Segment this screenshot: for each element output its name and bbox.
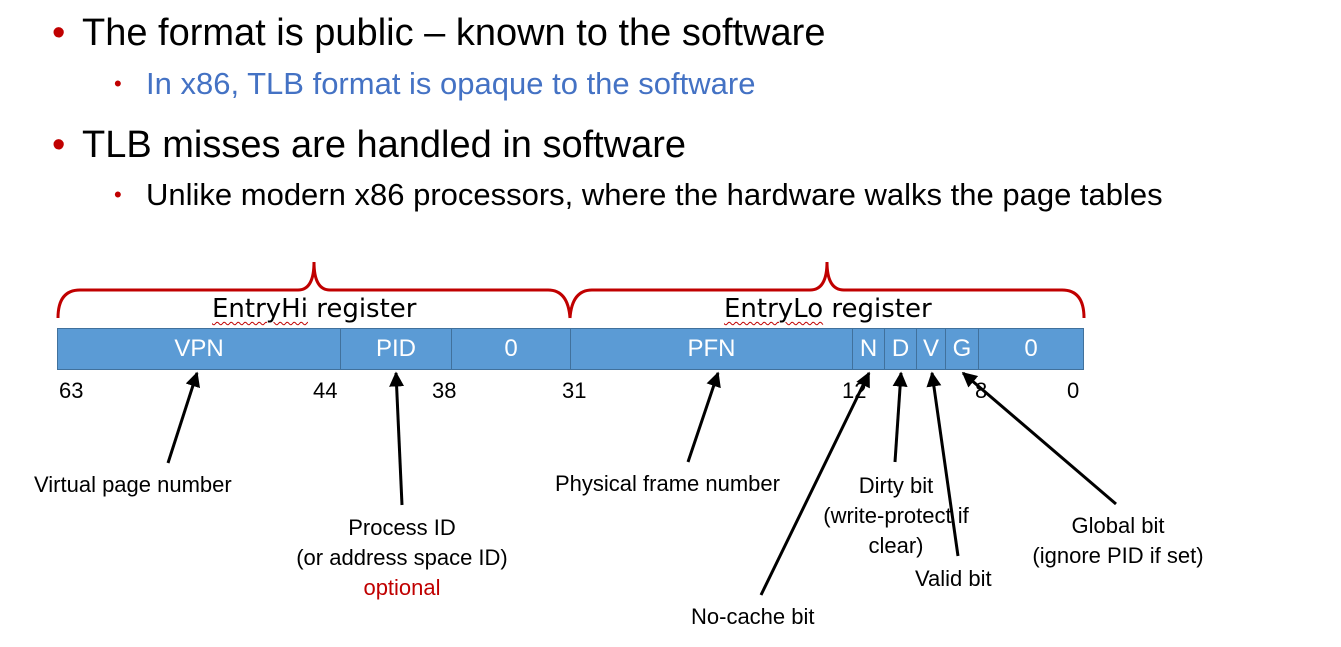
entrylo-register-label: EntryLo register bbox=[724, 294, 932, 324]
nocache-annotation: No-cache bit bbox=[691, 604, 815, 629]
field-v: V bbox=[916, 328, 946, 370]
bullet-1: • The format is public – known to the so… bbox=[52, 12, 826, 55]
field-g: G bbox=[945, 328, 979, 370]
valid-annotation: Valid bit bbox=[915, 566, 992, 591]
global-annotation: Global bit (ignore PID if set) bbox=[1018, 511, 1218, 571]
entrylo-brace bbox=[568, 261, 1086, 319]
bit-63: 63 bbox=[59, 378, 84, 403]
pid-optional-label: optional bbox=[363, 575, 441, 600]
global-arrow bbox=[961, 371, 1117, 506]
nocache-arrow bbox=[759, 371, 871, 596]
vpn-annotation: Virtual page number bbox=[34, 472, 232, 497]
bullet-dot: • bbox=[52, 124, 66, 166]
pfn-arrow bbox=[686, 371, 721, 463]
bullet-4-text: Unlike modern x86 processors, where the … bbox=[146, 177, 1163, 212]
bullet-4: • Unlike modern x86 processors, where th… bbox=[114, 177, 1163, 213]
bullet-dot: • bbox=[114, 182, 122, 207]
valid-arrow bbox=[926, 371, 960, 557]
pid-annotation-line1: Process ID bbox=[348, 515, 456, 540]
entryhi-suffix: register bbox=[307, 294, 417, 324]
dirty-annotation-line3: clear) bbox=[868, 533, 924, 558]
dirty-annotation-line1: Dirty bit bbox=[858, 473, 934, 498]
bullet-3-text: TLB misses are handled in software bbox=[82, 124, 687, 166]
pid-annotation-line2: (or address space ID) bbox=[296, 545, 508, 570]
bullet-dot: • bbox=[52, 12, 66, 54]
bit-38: 38 bbox=[432, 378, 457, 403]
field-entryhi-zero: 0 bbox=[451, 328, 571, 370]
bullet-dot: • bbox=[114, 71, 122, 96]
entrylo-suffix: register bbox=[823, 294, 932, 324]
bullet-1-text: The format is public – known to the soft… bbox=[82, 12, 826, 54]
bit-0: 0 bbox=[1067, 378, 1080, 403]
pfn-annotation: Physical frame number bbox=[555, 471, 780, 496]
bit-31: 31 bbox=[562, 378, 587, 403]
pid-annotation: Process ID (or address space ID) optiona… bbox=[282, 513, 522, 603]
entryhi-brace bbox=[56, 261, 572, 319]
dirty-arrow bbox=[892, 371, 908, 463]
bullet-3: • TLB misses are handled in software bbox=[52, 124, 687, 167]
field-pfn: PFN bbox=[570, 328, 853, 370]
bullet-2-text: In x86, TLB format is opaque to the soft… bbox=[146, 66, 756, 101]
entryhi-name: EntryHi bbox=[212, 294, 308, 324]
bullet-2: • In x86, TLB format is opaque to the so… bbox=[114, 66, 756, 102]
bit-44: 44 bbox=[313, 378, 338, 403]
pid-arrow bbox=[389, 371, 405, 506]
global-annotation-line2: (ignore PID if set) bbox=[1032, 543, 1204, 568]
vpn-arrow bbox=[166, 371, 200, 464]
dirty-annotation-line2: (write-protect if bbox=[823, 503, 969, 528]
field-vpn: VPN bbox=[57, 328, 341, 370]
entrylo-name: EntryLo bbox=[724, 294, 824, 324]
field-n: N bbox=[852, 328, 885, 370]
global-annotation-line1: Global bit bbox=[1071, 513, 1165, 538]
entryhi-register-label: EntryHi register bbox=[212, 294, 417, 324]
dirty-annotation: Dirty bit (write-protect if clear) bbox=[808, 471, 984, 561]
field-entrylo-zero: 0 bbox=[978, 328, 1084, 370]
